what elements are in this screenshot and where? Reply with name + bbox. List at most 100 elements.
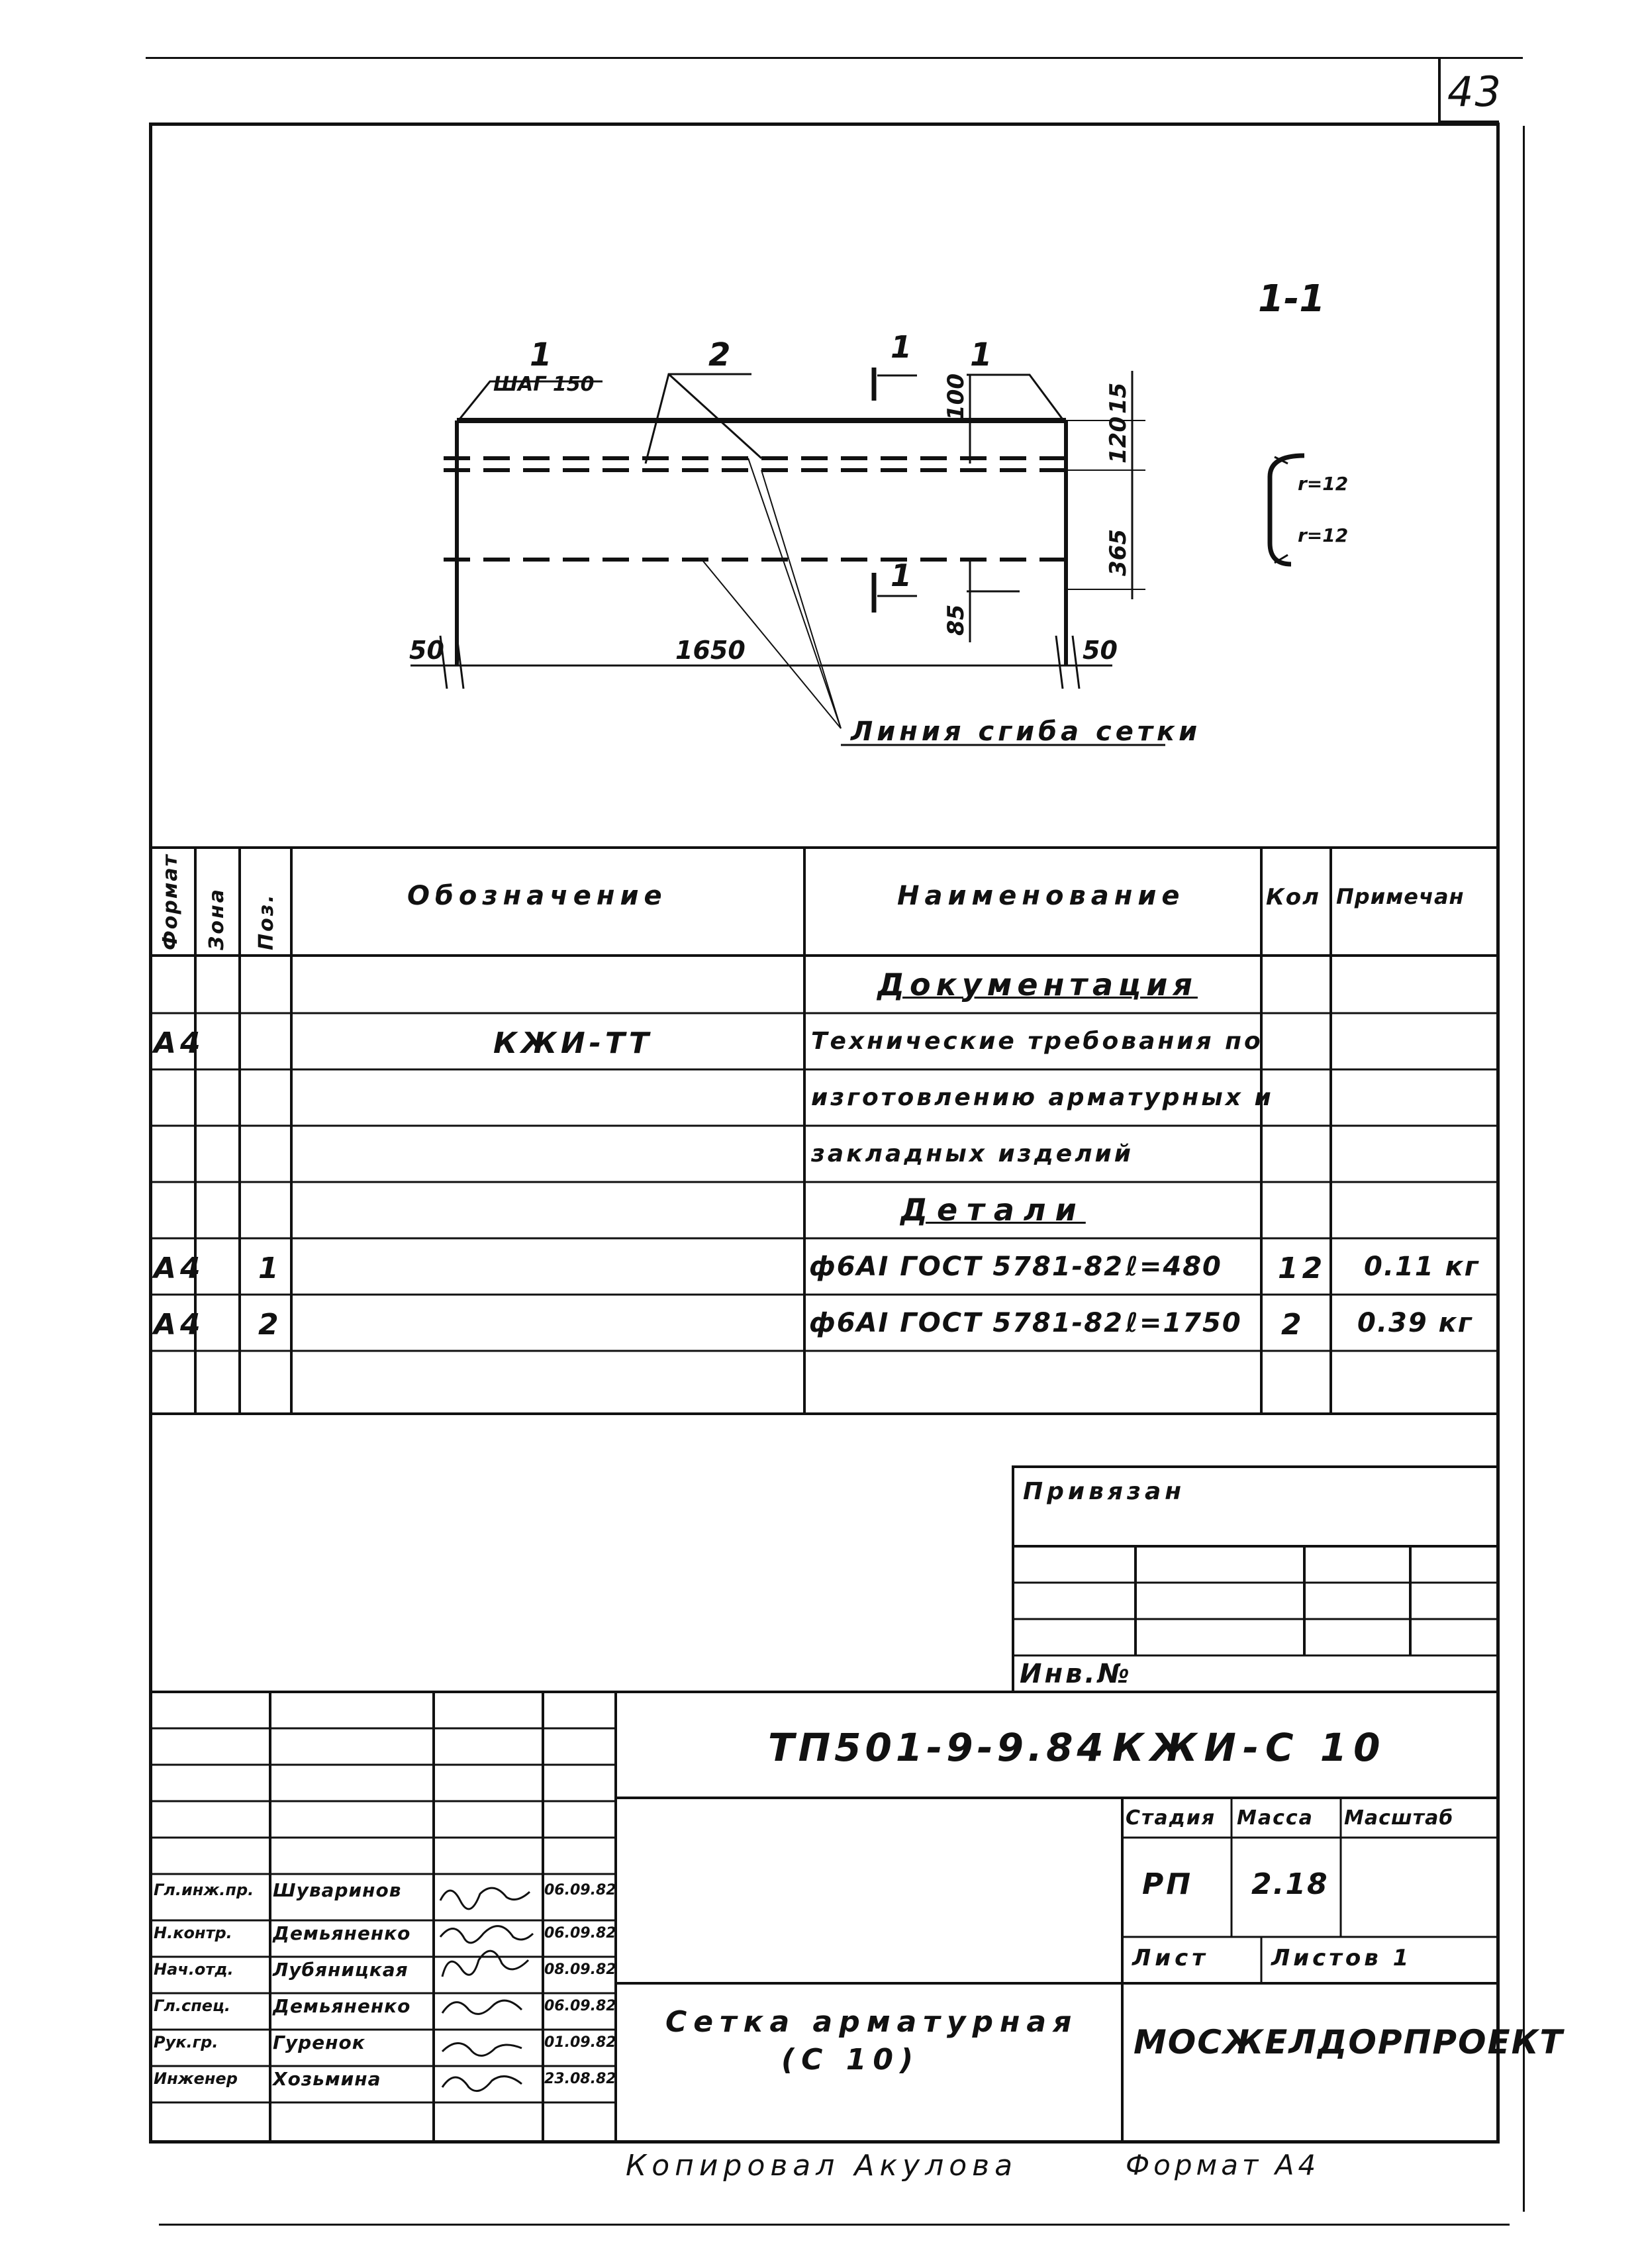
drawing-title-line-2: (С 10) (781, 2043, 920, 2077)
format-label: Формат А4 (1126, 2149, 1320, 2181)
part-row-1-note: 0.11 кг (1364, 1252, 1480, 1282)
part-row-1-qty: 12 (1278, 1252, 1327, 1285)
sheets-header: Листов 1 (1271, 1945, 1412, 1971)
part-row-1-length: ℓ=480 (1126, 1252, 1222, 1282)
copied-by: Копировал Акулова (626, 2149, 1018, 2183)
dim-bottom-tick-b (456, 635, 465, 689)
callout-right-leader (967, 373, 1067, 424)
spec-section-parts: Детали (900, 1192, 1086, 1228)
signer-3-date: 08.09.82 (544, 1961, 616, 1978)
doc-row-format: А4 (154, 1026, 205, 1060)
signer-6-date: 23.08.82 (544, 2071, 616, 2087)
attach-title: Привязан (1023, 1478, 1186, 1505)
spec-header-note: Примечан (1336, 884, 1465, 909)
spec-table-grid (151, 846, 1498, 1415)
dim-bottom-tick-d (1071, 635, 1081, 689)
section-profile (1267, 453, 1305, 567)
bend-line-label: Линия сгиба сетки (850, 716, 1201, 747)
signer-1-date: 06.09.82 (544, 1882, 616, 1898)
stage-header: Стадия (1126, 1806, 1216, 1830)
cut-label-top: 1 (891, 329, 912, 365)
spec-header-designation: Обозначение (407, 881, 667, 911)
mass-header: Масса (1237, 1806, 1314, 1830)
outer-right-edge (1523, 126, 1525, 2212)
callout-pos1-right: 1 (970, 336, 992, 373)
frame-top (149, 123, 1500, 126)
part-row-1-format: А4 (154, 1252, 205, 1285)
signer-1-role: Гл.инж.пр. (154, 1881, 254, 1899)
sheet-header: Лист (1132, 1945, 1209, 1971)
signatures (439, 1887, 534, 2093)
bend-leader-2 (748, 458, 842, 729)
signer-6-role: Инженер (154, 2069, 238, 2088)
drawing-title-line-1: Сетка арматурная (665, 2005, 1079, 2039)
callout-pos1-note: ШАГ 150 (493, 373, 594, 396)
title-mark: КЖИ-С 10 (1112, 1725, 1387, 1770)
radius-2: r=12 (1298, 524, 1348, 546)
part-row-1-name: ф6АI ГОСТ 5781-82 (809, 1252, 1124, 1282)
scale-header: Масштаб (1344, 1806, 1454, 1830)
spec-header-qty: Кол (1266, 884, 1321, 911)
part-row-1-pos: 1 (258, 1252, 283, 1285)
signer-4-name: Демьяненко (273, 1995, 411, 2017)
mass-value: 2.18 (1251, 1867, 1329, 1901)
dim-left-50: 50 (409, 636, 444, 665)
dim-15: 15 (1105, 383, 1132, 414)
organization-name: МОСЖЕЛДОРПРОЕКТ (1134, 2023, 1564, 2061)
doc-row-designation: КЖИ-ТТ (493, 1026, 653, 1060)
signer-5-date: 01.09.82 (544, 2034, 616, 2051)
dim-right-50: 50 (1083, 636, 1118, 665)
bend-leader-3 (761, 469, 842, 729)
signer-4-date: 06.09.82 (544, 1998, 616, 2014)
section-profile-tick-top (1274, 456, 1288, 465)
stage-value: РП (1142, 1867, 1194, 1901)
signer-3-role: Нач.отд. (154, 1960, 234, 1979)
signer-3-name: Лубяницкая (273, 1959, 409, 1981)
signer-4-role: Гл.спец. (154, 1997, 230, 2015)
callout-pos2: 2 (708, 336, 730, 373)
title-code: ТП501-9-9.84 (768, 1725, 1108, 1770)
frame-left (149, 123, 152, 2142)
radius-1: r=12 (1298, 473, 1348, 495)
signer-2-name: Демьяненко (273, 1922, 411, 1944)
dim-bottom-tick-a (439, 635, 448, 689)
callout-1-leader (456, 380, 603, 423)
section-profile-tick-bot (1274, 554, 1288, 564)
doc-row-name-line-2: изготовлению арматурных и (811, 1084, 1274, 1111)
page-number-box: 43 (1438, 57, 1502, 123)
cut-label-bottom: 1 (891, 558, 912, 593)
frame-bottom (149, 2140, 1500, 2144)
page-number: 43 (1447, 68, 1502, 116)
callout-2-leader-b (667, 373, 763, 460)
part-row-2-note: 0.39 кг (1357, 1308, 1473, 1338)
bottom-trim-line (159, 2224, 1510, 2226)
title-block-grid (151, 1691, 1498, 2140)
callout-pos1: 1 (530, 336, 552, 373)
section-label: 1-1 (1258, 277, 1325, 320)
signer-2-date: 06.09.82 (544, 1925, 616, 1942)
attach-inv: Инв.№ (1020, 1659, 1132, 1689)
signer-5-name: Гуренок (273, 2032, 365, 2053)
part-row-2-format: А4 (154, 1308, 205, 1342)
frame-right (1496, 123, 1500, 2142)
mesh-drawing: 1-1 1 ШАГ 150 2 1 1 1 100 15 120 365 85 … (409, 277, 1348, 747)
attach-block-grid (1012, 1465, 1499, 1693)
doc-row-name-line-1: Технические требования по (811, 1028, 1263, 1055)
dim-120: 120 (1105, 417, 1132, 464)
bend-leader-1 (701, 559, 842, 729)
dim-365: 365 (1105, 529, 1132, 576)
part-row-2-qty: 2 (1281, 1308, 1306, 1342)
dim-1650: 1650 (675, 636, 746, 665)
dim-85: 85 (943, 605, 969, 636)
part-row-2-name: ф6АI ГОСТ 5781-82 (809, 1308, 1124, 1338)
spec-header-name: Наименование (897, 881, 1185, 911)
doc-row-name-line-3: закладных изделий (811, 1140, 1134, 1167)
signer-1-name: Шуваринов (273, 1879, 402, 1901)
signer-2-role: Н.контр. (154, 1924, 232, 1942)
signer-6-name: Хозьмина (273, 2068, 381, 2090)
dim-bottom-tick-c (1055, 635, 1064, 689)
dim-100: 100 (943, 373, 969, 420)
part-row-2-pos: 2 (258, 1308, 283, 1342)
spec-section-docs: Документация (877, 967, 1198, 1003)
part-row-2-length: ℓ=1750 (1126, 1308, 1242, 1338)
